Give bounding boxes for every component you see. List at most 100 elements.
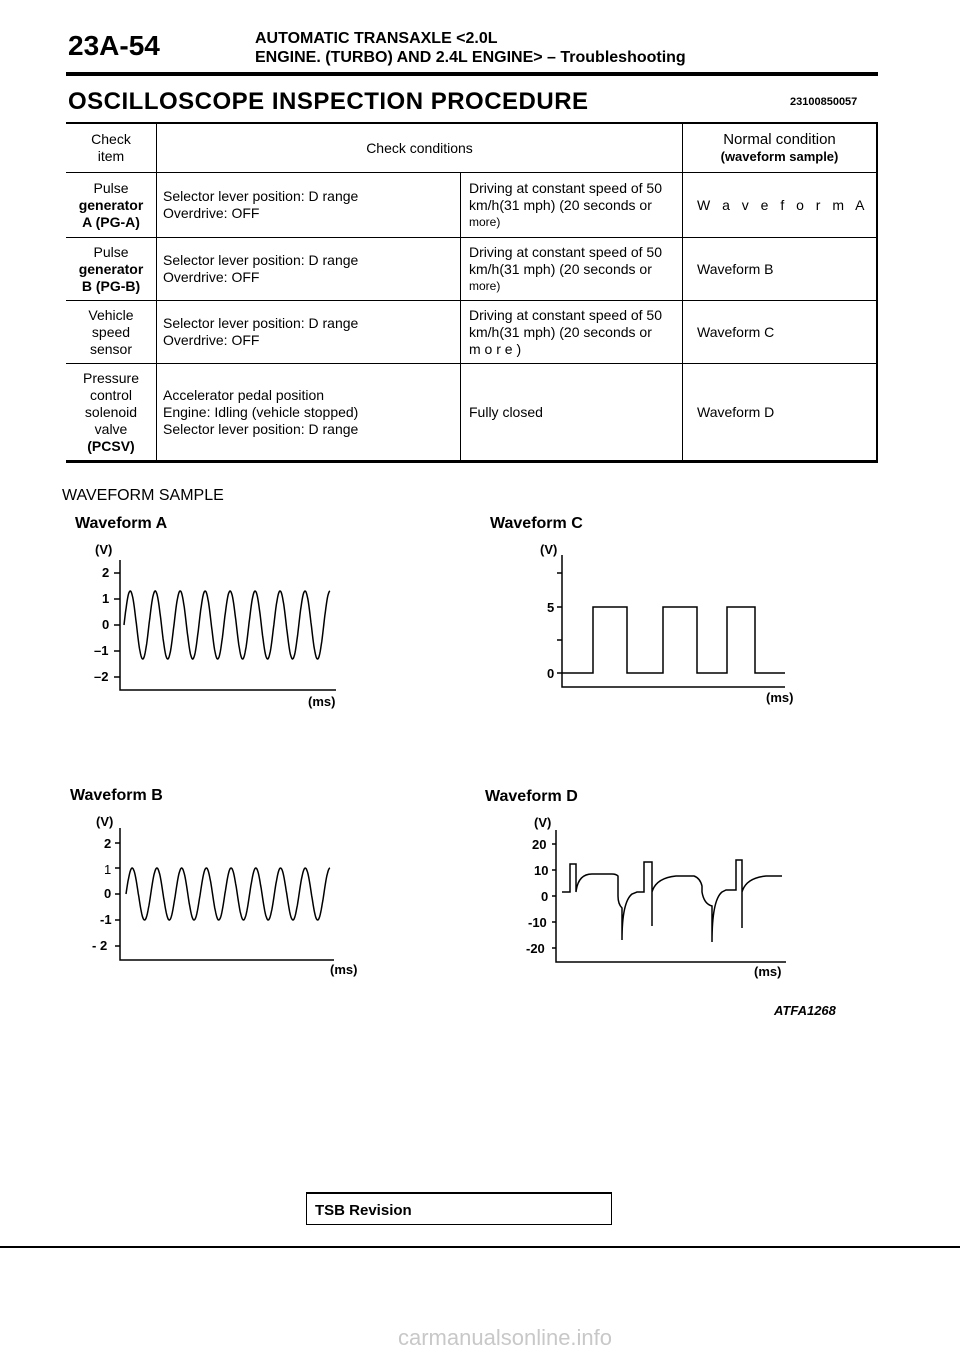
item-line: Pulse: [93, 243, 129, 260]
item-line: Pulse: [93, 179, 129, 196]
sub-line: more): [469, 214, 501, 229]
header-check-item: Check item: [66, 122, 157, 173]
row-sub-condition: Fully closed: [460, 363, 683, 463]
item-line: A (PG-A): [82, 213, 140, 230]
waveform-a-ticks: [114, 572, 120, 678]
item-line: generator: [78, 260, 144, 277]
waveform-b-ticks: [115, 842, 120, 947]
waveform-a-tick: 2: [102, 565, 110, 580]
item-line: valve: [94, 420, 128, 437]
cond-line: Accelerator pedal position: [163, 386, 325, 403]
waveform-b-x-unit: (ms): [330, 962, 358, 977]
figure-code: ATFA1268: [774, 1003, 836, 1018]
item-line: (PCSV): [87, 437, 135, 454]
waveform-d-tick: -20: [526, 941, 545, 956]
row-normal-condition: W a v e f o r m A: [682, 172, 878, 238]
waveform-c-y-unit: (V): [540, 542, 558, 557]
item-line: speed: [91, 323, 131, 340]
item-line: generator: [78, 196, 144, 213]
waveform-b-tick: 0: [104, 886, 112, 901]
waveform-c-tick: 5: [547, 600, 555, 615]
waveform-a-tick: 0: [102, 617, 110, 632]
waveform-d-trace: [562, 859, 782, 943]
sub-line: Fully closed: [469, 403, 543, 420]
row-condition: Accelerator pedal position Engine: Idlin…: [156, 363, 461, 463]
inspection-table: Check item Check conditions Normal condi…: [66, 122, 878, 463]
cond-line: Selector lever position: D range: [163, 420, 359, 437]
sub-line: km/h(31 mph) (20 seconds or: [469, 260, 652, 277]
page-number: 23A-54: [68, 30, 160, 61]
waveform-c-ticks: [557, 572, 562, 674]
waveform-d-label: Waveform D: [485, 788, 578, 805]
table-row: Pressure control solenoid valve (PCSV) A…: [66, 363, 878, 463]
header-normal-line2: (waveform sample): [720, 149, 839, 164]
waveform-d-tick: 20: [532, 837, 547, 852]
cond-line: Overdrive: OFF: [163, 332, 260, 348]
waveform-c-x-unit: (ms): [766, 690, 794, 705]
waveform-d-tick: -10: [528, 915, 547, 930]
waveform-b-tick: 1: [104, 862, 112, 877]
watermark: carmanualsonline.info: [398, 1325, 613, 1350]
footer-rule: [0, 1246, 960, 1248]
waveform-sample-title: WAVEFORM SAMPLE: [62, 487, 224, 504]
sub-line: km/h(31 mph) (20 seconds or: [469, 323, 652, 340]
waveform-c-label: Waveform C: [490, 515, 583, 532]
header-rule: [66, 72, 878, 76]
row-item: Vehicle speed sensor: [66, 300, 157, 364]
waveform-b-axes: [119, 828, 334, 961]
sub-line: Driving at constant speed of 50: [469, 179, 663, 196]
cond-line: Overdrive: OFF: [163, 205, 260, 221]
row-item: Pulse generator B (PG-B): [66, 237, 157, 301]
waveform-a-label: Waveform A: [75, 515, 168, 532]
row-sub-condition: Driving at constant speed of 50 km/h(31 …: [460, 300, 683, 364]
waveform-b-plot: [115, 828, 334, 961]
row-sub-condition: Driving at constant speed of 50 km/h(31 …: [460, 172, 683, 238]
waveform-d-plot: [552, 830, 786, 963]
sub-line: m o r e ): [469, 340, 522, 357]
waveform-d-axes: [555, 830, 786, 963]
table-row: Pulse generator A (PG-A) Selector lever …: [66, 172, 878, 238]
header-check-conditions: Check conditions: [156, 122, 683, 173]
item-line: B (PG-B): [81, 277, 141, 294]
row-normal-condition: Waveform C: [682, 300, 878, 364]
item-line: Vehicle: [88, 306, 134, 323]
waveform-b-tick: 2: [104, 836, 112, 851]
waveform-b-tick: -1: [100, 912, 112, 927]
row-item: Pressure control solenoid valve (PCSV): [66, 363, 157, 463]
waveform-a-tick: 1: [102, 591, 110, 606]
sub-line: more): [469, 278, 501, 293]
row-condition: Selector lever position: D range Overdri…: [156, 172, 461, 238]
waveform-d-x-unit: (ms): [754, 964, 782, 979]
sub-line: Driving at constant speed of 50: [469, 243, 663, 260]
waveform-d-ticks: [552, 843, 556, 949]
cond-line: Selector lever position: D range: [163, 252, 359, 268]
tsb-revision-label: TSB Revision: [315, 1202, 412, 1219]
waveform-b-label: Waveform B: [70, 787, 163, 804]
row-sub-condition: Driving at constant speed of 50 km/h(31 …: [460, 237, 683, 301]
cond-line: Overdrive: OFF: [163, 269, 260, 285]
waveform-d-tick: 0: [541, 889, 549, 904]
waveform-a-axes: [119, 560, 336, 691]
item-line: solenoid: [84, 403, 138, 420]
cond-line: Engine: Idling (vehicle stopped): [163, 403, 359, 420]
header-title-line2: ENGINE. (TURBO) AND 2.4L ENGINE> – Troub…: [255, 49, 686, 66]
sub-line: km/h(31 mph) (20 seconds or: [469, 196, 652, 213]
section-title: OSCILLOSCOPE INSPECTION PROCEDURE: [68, 88, 589, 115]
header-normal-line1: Normal condition: [723, 131, 836, 148]
header-item-line1: Check: [91, 131, 131, 147]
row-condition: Selector lever position: D range Overdri…: [156, 300, 461, 364]
waveform-a-x-unit: (ms): [308, 694, 336, 709]
sub-line: Driving at constant speed of 50: [469, 306, 663, 323]
section-code: 23100850057: [790, 96, 858, 108]
row-normal-condition: Waveform D: [682, 363, 878, 463]
row-normal-condition: Waveform B: [682, 237, 878, 301]
waveform-a-plot: [114, 560, 336, 691]
waveform-b-y-unit: (V): [96, 814, 114, 829]
table-header-row: Check item Check conditions Normal condi…: [66, 122, 878, 173]
tsb-revision-box: TSB Revision: [306, 1192, 612, 1225]
waveform-c-trace: [562, 606, 785, 674]
waveform-a-trace: [123, 590, 331, 660]
waveform-d-y-unit: (V): [534, 815, 552, 830]
header-normal-condition: Normal condition (waveform sample): [682, 122, 878, 173]
header-title-line1: AUTOMATIC TRANSAXLE <2.0L: [255, 30, 498, 47]
